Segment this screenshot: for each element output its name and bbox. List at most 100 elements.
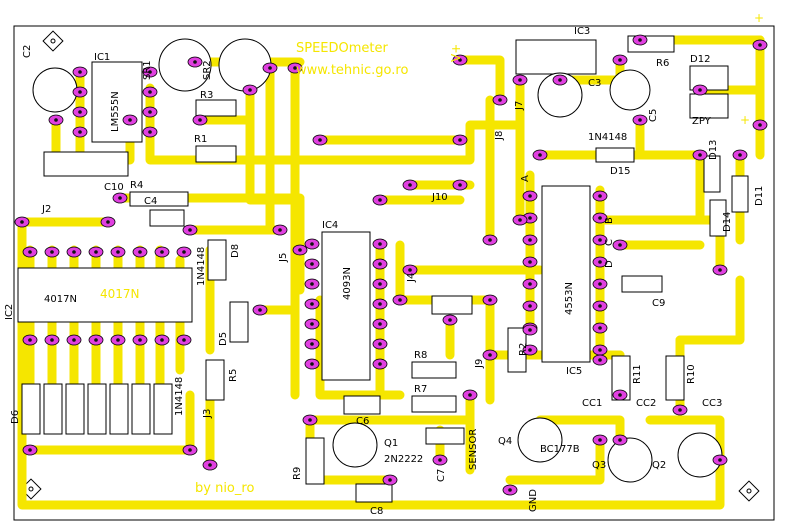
lbl-sr1: SR1 [142, 60, 153, 80]
lbl-bc177b: BC177B [540, 444, 580, 455]
pad-hole [148, 110, 152, 114]
ic2-part: 4017N [44, 294, 77, 305]
pad-hole [528, 304, 532, 308]
pad-hole [528, 194, 532, 198]
component-outlines [17, 35, 749, 503]
pad-hole [488, 353, 492, 357]
pad-hole [598, 326, 602, 330]
pad-hole [310, 342, 314, 346]
pad-hole [458, 138, 462, 142]
c8-body [355, 483, 393, 503]
pad-hole [278, 228, 282, 232]
lbl-1n4148-c: 1N4148 [174, 377, 185, 416]
ic1-part: LM555N [110, 91, 121, 132]
pad-hole [508, 488, 512, 492]
lbl-r10: R10 [686, 364, 697, 384]
pad-hole [106, 220, 110, 224]
pad-hole [148, 130, 152, 134]
d8-body [207, 239, 227, 281]
pad-hole [310, 262, 314, 266]
lbl-r1: R1 [194, 134, 207, 145]
lbl-j5: J5 [278, 253, 289, 263]
lbl-d13: D13 [708, 140, 719, 160]
d14-body [709, 199, 727, 237]
lbl-r11: R11 [632, 364, 643, 384]
lbl-q3: Q3 [592, 460, 606, 471]
r5-body [205, 359, 225, 401]
pad-hole [308, 418, 312, 422]
pad-hole [310, 362, 314, 366]
q1-transistor [332, 422, 378, 468]
board-outline [13, 25, 775, 521]
pad-hole [72, 250, 76, 254]
pad-hole [678, 408, 682, 412]
pad-hole [638, 38, 642, 42]
pad-hole [378, 302, 382, 306]
pad-hole [293, 66, 297, 70]
pad-hole [758, 43, 762, 47]
pad-hole [538, 153, 542, 157]
pad-hole [128, 118, 132, 122]
pad-hole [160, 250, 164, 254]
c9-body [621, 275, 663, 293]
ic1-label: IC1 [94, 52, 110, 63]
sr2-trimmer [218, 38, 272, 92]
lbl-d15: D15 [610, 166, 630, 177]
title-line-2: www.tehnic.go.ro [296, 63, 408, 78]
lbl-c6: C6 [356, 416, 369, 427]
lbl-2n2222: 2N2222 [384, 454, 423, 465]
pad-hole [78, 110, 82, 114]
d13-body [703, 155, 721, 193]
pad-hole [468, 393, 472, 397]
pad-hole [50, 338, 54, 342]
d15-body [595, 147, 635, 163]
lbl-j4: J4 [406, 273, 417, 283]
lbl-zpy: ZPY [692, 116, 712, 127]
pad-hole [72, 338, 76, 342]
lbl-pin-d: D [604, 260, 615, 268]
pad-hole [598, 438, 602, 442]
pad-hole [698, 153, 702, 157]
lbl-c10: C10 [104, 182, 124, 193]
pad-hole [598, 348, 602, 352]
pad-hole [182, 250, 186, 254]
power-label-plus-2: + [740, 113, 750, 127]
lbl-r2: R2 [518, 343, 529, 356]
pad-hole [138, 250, 142, 254]
diode-array [21, 383, 173, 435]
pad-hole [78, 70, 82, 74]
lbl-pin-b: B [604, 217, 615, 224]
pad-hole [198, 118, 202, 122]
pad-hole [208, 463, 212, 467]
d10-body [425, 427, 465, 445]
c3-cap [537, 72, 583, 118]
lbl-c5: C5 [648, 109, 659, 122]
lbl-j2: J2 [41, 204, 51, 215]
black-labels: IC1 LM555N 4017N IC2 IC3 IC4 4093N IC5 4… [4, 26, 765, 517]
pad-hole [148, 70, 152, 74]
pad-hole [78, 130, 82, 134]
pad-hole [618, 393, 622, 397]
pad-hole [160, 338, 164, 342]
lbl-d11: D11 [754, 186, 765, 206]
ic1-body [91, 61, 143, 143]
pad-hole [50, 250, 54, 254]
lbl-r6: R6 [656, 58, 669, 69]
lbl-cc1: CC1 [582, 398, 602, 409]
ic4-body [321, 231, 371, 381]
lbl-d12: D12 [690, 54, 710, 65]
power-label-vplus: V+ [449, 44, 463, 62]
pad-hole [188, 228, 192, 232]
ic5-body [541, 185, 591, 363]
pad-hole [116, 338, 120, 342]
pad-hole [182, 338, 186, 342]
pad-hole [378, 262, 382, 266]
lbl-r9: R9 [292, 467, 303, 480]
c6-body [343, 395, 381, 415]
pad-hole [738, 153, 742, 157]
lbl-d8: D8 [230, 244, 241, 258]
pad-hole [94, 250, 98, 254]
pad-hole [193, 60, 197, 64]
